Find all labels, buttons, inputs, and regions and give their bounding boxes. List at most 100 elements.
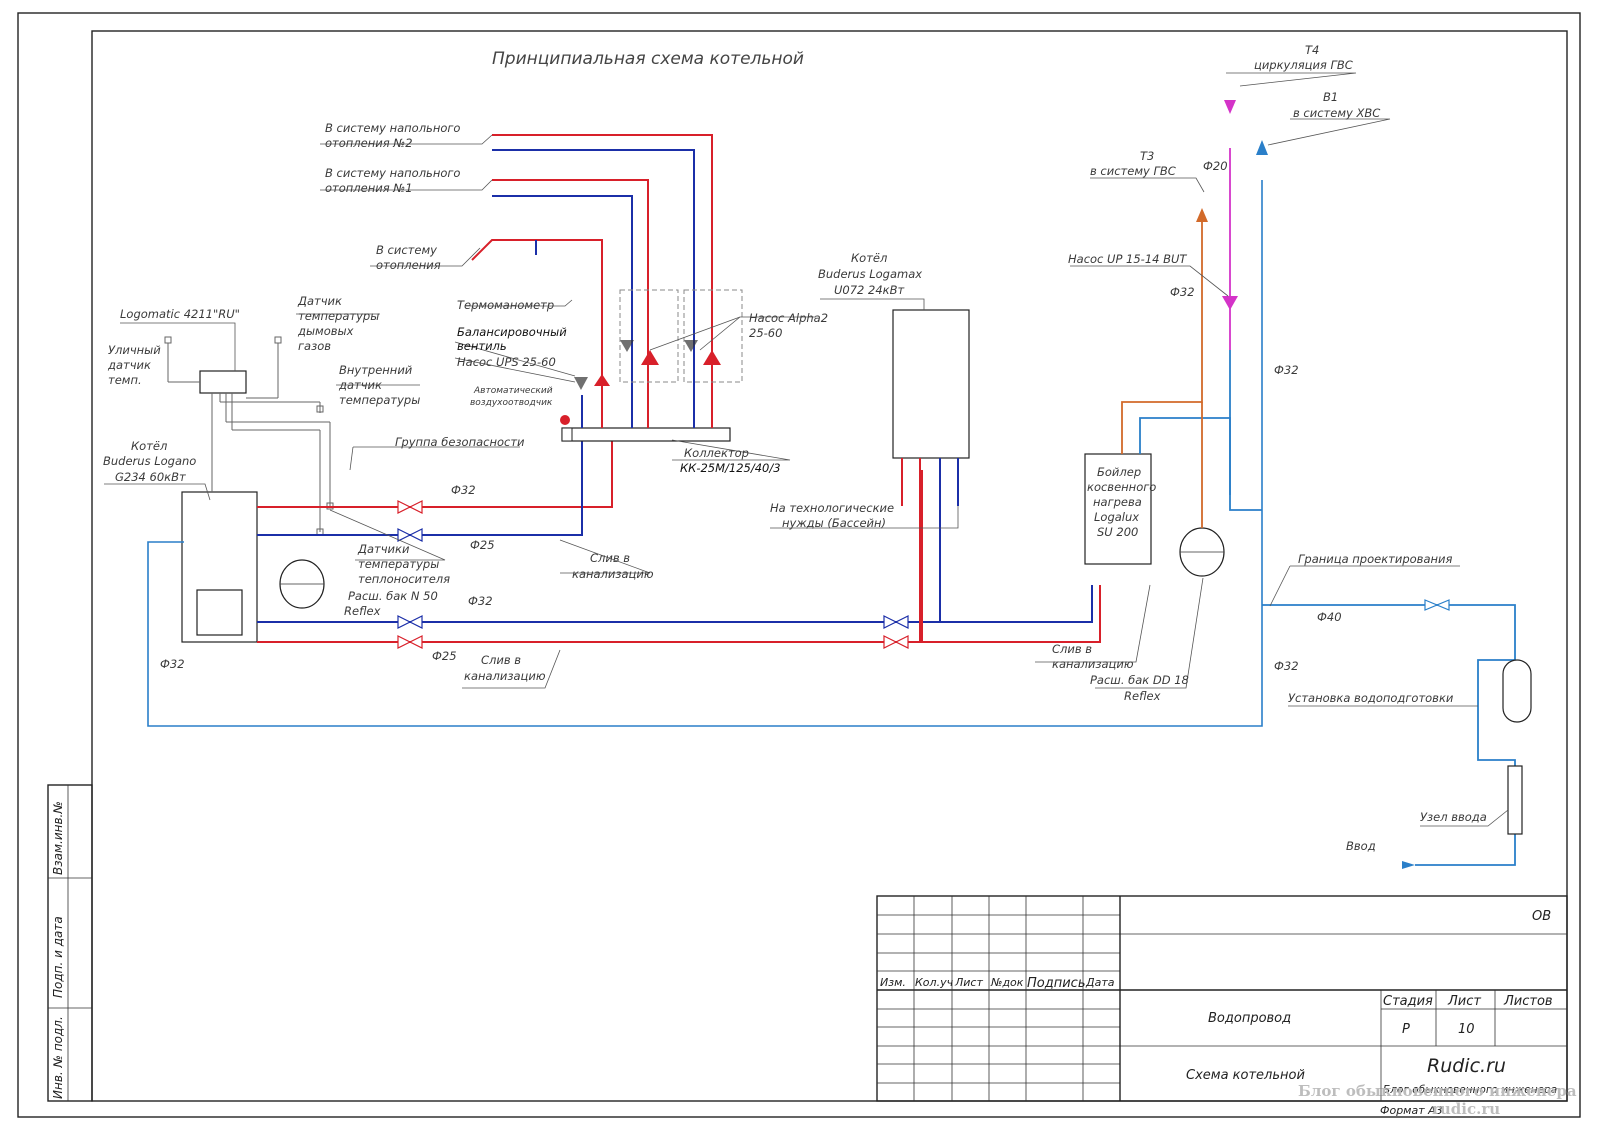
label-t3: Т3 [1140,149,1154,163]
label-b1-desc: в систему ХВС [1293,106,1380,120]
label-tank50-l2: Reflex [344,604,381,618]
label-coolant-l1: Датчики [357,542,410,556]
inner-frame [91,30,1568,1102]
label-inner-l3: температуры [339,393,420,407]
heat-supply-riser [471,239,603,428]
tb-h-koluch: Кол.уч [915,976,954,989]
label-tech-l1: На технологические [770,501,894,515]
label-dhw-l4: Logalux [1094,510,1139,524]
label-tank18-l1: Расш. бак DD 18 [1090,673,1189,687]
label-dhw-l5: SU 200 [1097,525,1138,539]
outer-frame [17,12,1581,1118]
label-balance-l2: вентиль [457,339,507,353]
label-d32-return: Ф32 [468,594,493,608]
boiler-logano-door [196,589,243,636]
floor2-return [492,149,695,428]
cold-water-arrow-icon [1256,140,1268,155]
label-floor2-l1: В систему напольного [325,121,460,135]
tb-h-data: Дата [1085,976,1115,989]
label-dhw-l1: Бойлер [1097,465,1141,479]
bypass-pipe [1477,640,1516,722]
tb-sheet: 10 [1458,1022,1475,1037]
dhw-boiler [1084,453,1152,565]
label-balance-l1: Балансировочный [457,325,567,339]
label-collector-l1: Коллектор [684,446,749,460]
label-inlet: Ввод [1346,839,1376,853]
stamp-field-signature: Подп. и дата [51,916,65,998]
label-street-l2: датчик [107,358,151,372]
label-boiler2-l3: U072 24кВт [834,283,904,297]
label-tank18-l2: Reflex [1124,689,1161,703]
boiler-supply-pipe [257,440,613,508]
label-treatment: Установка водоподготовки [1288,691,1454,705]
water-treatment-unit [1502,659,1532,723]
main-inlet-pipe [1262,604,1516,640]
tb-org-sub: Блог обыкновенного инженера [1383,1084,1557,1096]
watermark-line1: Блог обыкновенного инженера [1298,1082,1577,1100]
label-tech-l2: нужды (Бассейн) [782,516,886,530]
label-drain3-l1: Слив в [1052,642,1092,656]
label-air-l2: воздухоотводчик [470,398,553,408]
label-d25-a: Ф25 [470,538,495,552]
leader-lines [104,72,1509,827]
tb-stage: Р [1402,1022,1410,1037]
cold-water-to-boiler-pipe [147,180,1263,727]
label-coolant-l2: температуры [358,557,439,571]
tb-sheet-name: Схема котельной [1186,1068,1305,1083]
label-d25-b: Ф25 [432,649,457,663]
label-street-l3: темп. [108,373,142,387]
circulation-arrow-icon [1224,100,1236,114]
label-pump-alpha-l1: Насос Alpha2 [749,311,828,325]
title-block [876,895,1568,1102]
label-air-l1: Автоматический [473,386,553,396]
label-dhw-l2: косвенного [1087,480,1156,494]
tb-org: Rudic.ru [1427,1055,1506,1077]
floor1-supply [492,179,649,428]
boiler-logamax [892,309,970,459]
label-flue-l4: газов [298,339,331,353]
label-drain1-l1: Слив в [590,551,630,565]
logomatic-controller [199,370,247,394]
label-inlet-node: Узел ввода [1420,810,1487,824]
label-drain3-l2: канализацию [1052,657,1134,671]
mixing-unit-2 [683,289,743,383]
label-floor2-l2: отопления №2 [325,136,413,150]
tb-code: ОВ [1532,909,1551,924]
label-pump-ups: Насос UPS 25-60 [457,355,556,369]
floor1-return [492,195,633,428]
label-d32-cw2: Ф32 [1274,659,1299,673]
label-b1: В1 [1323,90,1338,104]
label-border: Граница проектирования [1298,552,1452,566]
dhw-return-pipe [257,585,1093,623]
stamp-field-replace: Взам.инв.№ [51,801,65,875]
label-floor1-l2: отопления №1 [325,181,413,195]
tb-sheets-h: Листов [1503,994,1553,1009]
tb-format: Формат А3 [1380,1104,1443,1117]
label-d40: Ф40 [1317,610,1342,624]
label-pump-up: Насос UP 15-14 BUT [1068,252,1187,266]
label-d32-hw: Ф32 [1170,285,1195,299]
label-drain2-l1: Слив в [481,653,521,667]
label-t4: Т4 [1305,43,1319,57]
label-flue-l1: Датчик [297,294,342,308]
label-tank50-l1: Расш. бак N 50 [348,589,438,603]
floor2-supply [492,134,713,428]
label-inner-l1: Внутренний [339,363,413,377]
tb-h-ndok: №док [990,976,1024,989]
pump-up-icon [1222,296,1238,310]
label-t4-desc: циркуляция ГВС [1254,58,1353,72]
pump-alpha1-icon [620,340,659,365]
label-logomatic: Logomatic 4211"RU" [120,307,240,321]
label-flue-l2: температуры [298,309,379,323]
tb-sheet-h: Лист [1447,994,1481,1009]
label-safety-group: Группа безопасности [395,435,525,449]
mixing-unit-1 [619,289,679,383]
watermark-line2: rudic.ru [1432,1100,1500,1118]
label-d32-bottom: Ф32 [160,657,185,671]
label-drain2-l2: канализацию [464,669,546,683]
valve-icons [397,500,1450,649]
tb-project: Водопровод [1208,1011,1291,1026]
tb-h-izm: Изм. [880,976,906,989]
label-boiler1-l2: Buderus Logano [103,454,196,468]
